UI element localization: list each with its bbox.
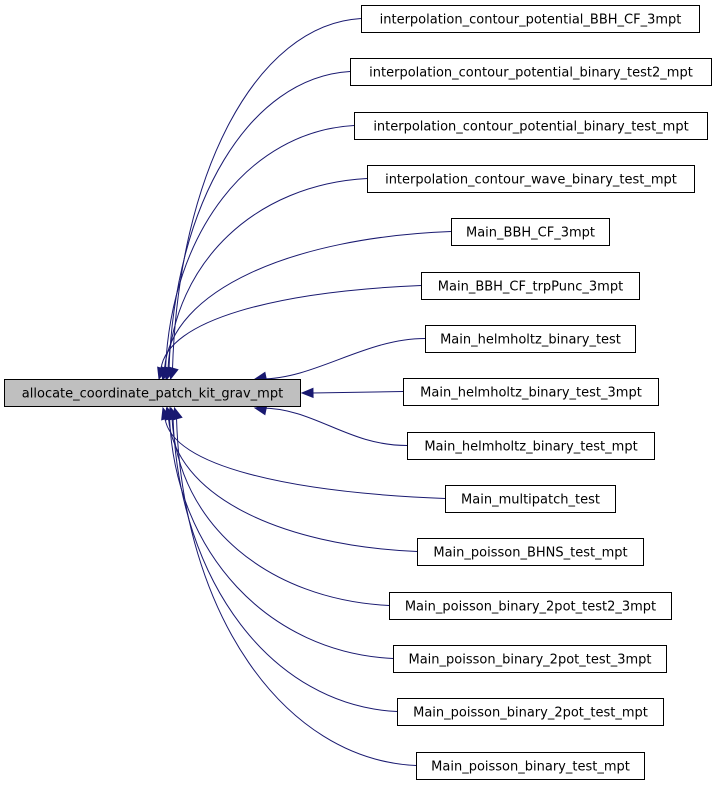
caller-node-label: Main_poisson_binary_2pot_test2_3mpt bbox=[405, 600, 656, 615]
caller-node-label: Main_BBH_CF_3mpt bbox=[466, 226, 595, 241]
caller-node[interactable]: Main_helmholtz_binary_test bbox=[425, 325, 636, 353]
caller-node-label: Main_poisson_binary_test_mpt bbox=[431, 760, 630, 775]
caller-node-label: interpolation_contour_potential_BBH_CF_3… bbox=[380, 13, 682, 28]
caller-node-label: interpolation_contour_potential_binary_t… bbox=[373, 120, 688, 135]
caller-node[interactable]: Main_poisson_binary_2pot_test2_3mpt bbox=[389, 592, 672, 620]
call-edge bbox=[168, 406, 390, 606]
caller-node-label: interpolation_contour_wave_binary_test_m… bbox=[385, 173, 677, 188]
caller-node[interactable]: interpolation_contour_potential_binary_t… bbox=[354, 112, 708, 140]
call-edge bbox=[165, 71, 351, 381]
caller-node[interactable]: Main_BBH_CF_trpPunc_3mpt bbox=[421, 272, 640, 300]
root-node-label: allocate_coordinate_patch_kit_grav_mpt bbox=[22, 387, 283, 402]
caller-node[interactable]: Main_poisson_BHNS_test_mpt bbox=[417, 538, 644, 566]
call-edge bbox=[300, 387, 404, 399]
root-node[interactable]: allocate_coordinate_patch_kit_grav_mpt bbox=[4, 379, 301, 407]
caller-node[interactable]: interpolation_contour_wave_binary_test_m… bbox=[367, 165, 695, 193]
call-edge bbox=[168, 18, 362, 381]
caller-node[interactable]: Main_poisson_binary_2pot_test_3mpt bbox=[393, 645, 667, 673]
nodes-layer: allocate_coordinate_patch_kit_grav_mpt i… bbox=[4, 5, 712, 780]
call-edge bbox=[161, 125, 355, 381]
caller-node-label: Main_poisson_binary_2pot_test_mpt bbox=[413, 706, 648, 721]
caller-node-label: Main_poisson_BHNS_test_mpt bbox=[433, 546, 627, 561]
caller-node-label: Main_helmholtz_binary_test_3mpt bbox=[420, 386, 642, 401]
caller-node-label: Main_helmholtz_binary_test_mpt bbox=[424, 440, 637, 455]
caller-node[interactable]: Main_multipatch_test bbox=[445, 485, 616, 513]
call-edge bbox=[169, 406, 398, 712]
call-edge bbox=[172, 406, 417, 766]
call-edge bbox=[164, 406, 418, 552]
call-edge bbox=[160, 231, 452, 381]
edges-layer bbox=[157, 18, 452, 766]
caller-node[interactable]: Main_helmholtz_binary_test_mpt bbox=[407, 432, 655, 460]
caller-node[interactable]: Main_poisson_binary_test_mpt bbox=[416, 752, 645, 780]
caller-node-label: Main_BBH_CF_trpPunc_3mpt bbox=[438, 280, 623, 295]
caller-node-label: Main_multipatch_test bbox=[461, 493, 600, 508]
caller-node-label: Main_helmholtz_binary_test bbox=[440, 333, 621, 348]
caller-node[interactable]: Main_BBH_CF_3mpt bbox=[451, 218, 610, 246]
call-edge bbox=[165, 406, 394, 659]
caller-node-label: interpolation_contour_potential_binary_t… bbox=[369, 66, 693, 81]
caller-node[interactable]: interpolation_contour_potential_BBH_CF_3… bbox=[361, 5, 700, 33]
caller-node[interactable]: interpolation_contour_potential_binary_t… bbox=[350, 58, 712, 86]
call-edge bbox=[164, 178, 368, 381]
call-edge bbox=[253, 338, 426, 382]
caller-node[interactable]: Main_helmholtz_binary_test_3mpt bbox=[403, 378, 659, 406]
call-edge bbox=[253, 405, 408, 446]
caller-node-label: Main_poisson_binary_2pot_test_3mpt bbox=[408, 653, 651, 668]
caller-node[interactable]: Main_poisson_binary_2pot_test_mpt bbox=[397, 698, 664, 726]
call-edge bbox=[157, 285, 422, 381]
